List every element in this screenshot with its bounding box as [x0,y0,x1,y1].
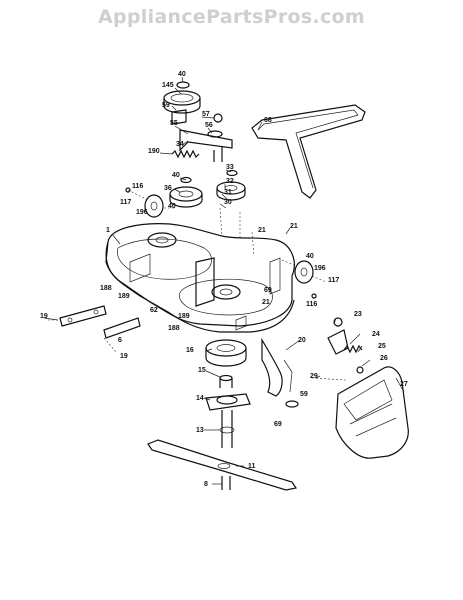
callout-label: 40 [168,203,176,210]
callout-label: 117 [328,277,339,284]
callout-label: 188 [168,325,180,332]
callout-label: 21 [258,227,266,234]
callout-label: 21 [290,223,298,230]
chute-bracket[interactable] [311,317,364,381]
callout-label: 40 [306,253,314,260]
callout-label: 32 [226,178,234,185]
callout-label: 40 [172,172,180,179]
callout-label: 116 [306,301,317,308]
callout-labels: 40 145 59 57 56 55 68 34 190 33 32 40 36… [40,71,408,488]
idler-arm[interactable] [179,113,233,162]
callout-label: 16 [186,347,194,354]
idler-spring[interactable] [171,149,200,159]
callout-label: 69 [264,287,272,294]
callout-label: 117 [120,199,131,206]
belt-guard[interactable] [261,337,283,397]
callout-label: 56 [205,122,213,129]
mower-deck-housing[interactable] [105,207,295,333]
callout-label: 20 [298,337,306,344]
idler-pulley-top[interactable] [163,81,201,125]
spindle-assembly[interactable] [205,339,251,448]
gauge-wheel-right[interactable] [281,259,327,299]
callout-label: 23 [354,311,362,318]
callout-label: 19 [120,353,128,360]
callout-label: 31 [224,189,232,196]
callout-label: 145 [162,82,174,89]
callout-label: 25 [378,343,386,350]
callout-label: 19 [40,313,48,320]
callout-label: 196 [136,209,148,216]
gauge-wheel-left[interactable] [125,187,176,218]
callout-label: 189 [178,313,190,320]
pulley-left[interactable] [169,176,203,208]
discharge-chute[interactable] [335,366,409,459]
callout-label: 189 [118,293,130,300]
callout-label: 55 [170,120,178,127]
callout-label: 196 [314,265,326,272]
callout-label: 40 [178,71,186,78]
callout-label: 21 [262,299,270,306]
callout-label: 14 [196,395,204,402]
callout-label: 34 [176,141,184,148]
callout-label: 15 [198,367,206,374]
callout-label: 26 [380,355,388,362]
mower-blade[interactable] [147,439,297,491]
callout-label: 188 [100,285,112,292]
watermark-text: AppliancePartsPros.com [97,6,365,28]
callout-label: 6 [118,337,122,344]
callout-label: 13 [196,427,204,434]
callout-label: 69 [274,421,282,428]
callout-label: 36 [164,185,172,192]
callout-label: 116 [132,183,143,190]
callout-label: 11 [248,463,256,470]
callout-label: 57 [202,111,210,118]
callout-label: 190 [148,148,160,155]
hanger-bracket-left[interactable] [48,305,141,353]
callout-label: 59 [162,102,170,109]
callout-label: 59 [300,391,308,398]
callout-label: 8 [204,481,208,488]
callout-label: 68 [264,117,272,124]
callout-label: 62 [150,307,158,314]
callout-label: 29 [310,373,318,380]
leader-lines [43,76,405,485]
callout-label: 30 [224,199,232,206]
callout-label: 27 [400,381,408,388]
drive-belt[interactable] [251,104,366,199]
callout-label: 24 [372,331,380,338]
callout-label: 1 [106,227,110,234]
callout-label: 33 [226,164,234,171]
